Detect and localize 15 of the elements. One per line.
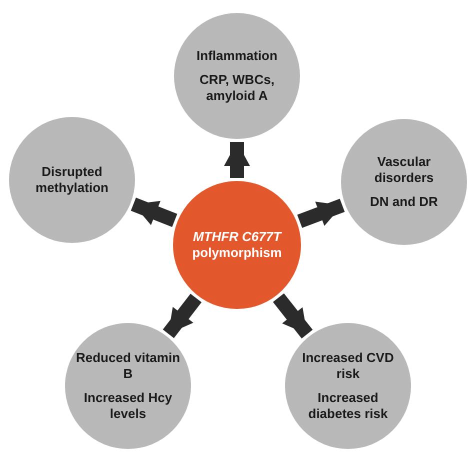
node-text: Increased Hcy levels	[82, 390, 174, 422]
block-arrow	[130, 198, 178, 227]
node-text: Vascular disorders	[373, 154, 435, 186]
block-arrow	[297, 198, 345, 228]
node-text: Disrupted methylation	[34, 164, 110, 196]
node-text: CRP, WBCs, amyloid A	[198, 72, 276, 104]
node-text: Inflammation	[196, 48, 278, 64]
node-text: Reduced vitamin B	[75, 350, 181, 382]
node-text: Increased CVD risk	[301, 350, 395, 382]
block-arrow	[272, 293, 313, 338]
node-text: DN and DR	[370, 194, 438, 210]
node-text: Increased diabetes risk	[307, 390, 389, 422]
node-text: MTHFR C677T polymorphism	[191, 228, 283, 262]
block-arrow	[224, 142, 250, 178]
block-arrow	[162, 294, 202, 338]
